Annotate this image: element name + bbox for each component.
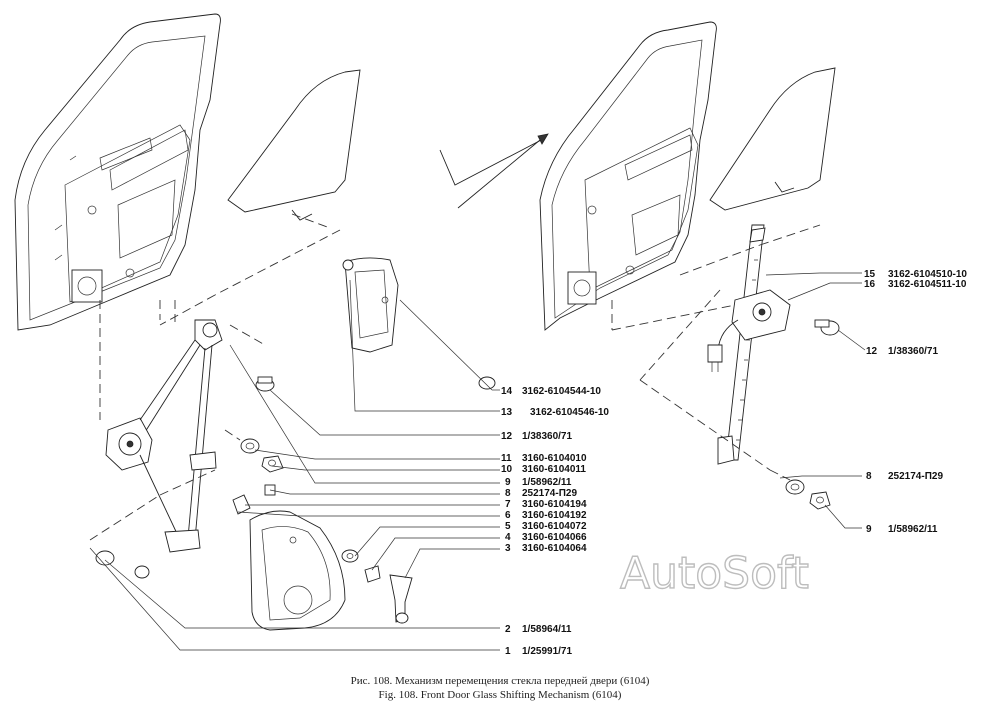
callout-code: 3160-6104064 xyxy=(522,543,587,554)
callout-code: 1/58962/11 xyxy=(888,524,938,535)
callout-num: 8 xyxy=(866,471,872,482)
left-door-panel xyxy=(14,13,221,331)
bolt-12-left xyxy=(255,376,275,392)
callout-num: 1 xyxy=(505,646,511,657)
left-door-glass xyxy=(227,69,361,229)
callout-code: 3160-6104010 xyxy=(522,453,587,464)
right-dashed-guides xyxy=(611,224,821,481)
callout-num: 9 xyxy=(866,524,872,535)
right-small-parts xyxy=(785,319,840,510)
callout-num: 4 xyxy=(505,532,511,543)
callout-num: 13 xyxy=(501,407,513,418)
callout-code: 1/58962/11 xyxy=(522,477,572,488)
callout-num: 12 xyxy=(501,431,513,442)
right-door-panel xyxy=(539,21,717,331)
left-dashed-guides xyxy=(89,229,341,541)
callout-code: 252174-П29 xyxy=(888,471,943,482)
washer-11-left xyxy=(240,438,260,454)
callout-code: 1/38360/71 xyxy=(888,346,938,357)
left-small-parts xyxy=(95,257,496,624)
spring-4-left xyxy=(364,565,381,583)
callout-code: 3162-6104544-10 xyxy=(522,386,601,397)
callout-num: 16 xyxy=(864,279,876,290)
washer-5-left xyxy=(341,549,359,563)
left-inner-trim-panel xyxy=(249,510,346,631)
callout-num: 2 xyxy=(505,624,511,635)
callout-code: 1/58964/11 xyxy=(522,624,572,635)
right-callouts: 15 3162-6104510-10 16 3162-6104511-10 12… xyxy=(864,269,967,535)
plug-14-left xyxy=(342,259,496,390)
bolt-12-right xyxy=(814,319,840,336)
callout-num: 5 xyxy=(505,521,511,532)
nut-9-right xyxy=(809,491,831,510)
nut-10-left xyxy=(261,455,284,473)
bracket-7-left xyxy=(232,494,251,515)
callout-num: 12 xyxy=(866,346,878,357)
callout-code: 3160-6104194 xyxy=(522,499,587,510)
callout-code: 3162-6104546-10 xyxy=(530,407,609,418)
callout-code: 3160-6104066 xyxy=(522,532,587,543)
left-callouts: 14 3162-6104544-10 13 3162-6104546-10 12… xyxy=(501,386,609,657)
callout-code: 3162-6104510-10 xyxy=(888,269,967,280)
callout-code: 252174-П29 xyxy=(522,488,577,499)
pad-13-left xyxy=(344,257,399,353)
callout-num: 11 xyxy=(501,453,512,464)
callout-num: 14 xyxy=(501,386,513,397)
callout-num: 7 xyxy=(505,499,511,510)
screw-1-left xyxy=(134,565,150,579)
callout-code: 1/25991/71 xyxy=(522,646,572,657)
callout-num: 10 xyxy=(501,464,513,475)
washer-8-right xyxy=(785,479,805,495)
callout-code: 3160-6104192 xyxy=(522,510,587,521)
callout-num: 3 xyxy=(505,543,511,554)
left-leader-lines xyxy=(89,279,500,651)
right-regulator-mechanism xyxy=(707,224,791,465)
caption-ru: Рис. 108. Механизм перемещения стекла пе… xyxy=(351,675,650,687)
callout-num: 9 xyxy=(505,477,511,488)
callout-num: 15 xyxy=(864,269,876,280)
callout-code: 1/38360/71 xyxy=(522,431,572,442)
callout-code: 3160-6104011 xyxy=(522,464,586,475)
callout-code: 3160-6104072 xyxy=(522,521,587,532)
watermark: AutoSoft xyxy=(620,548,809,599)
right-leader-lines xyxy=(765,272,866,529)
caption-en: Fig. 108. Front Door Glass Shifting Mech… xyxy=(379,689,622,701)
left-regulator-mechanism xyxy=(105,319,223,553)
right-door-glass xyxy=(709,67,836,211)
callout-num: 6 xyxy=(505,510,511,521)
right-sweep-arrow xyxy=(439,133,549,209)
callout-num: 8 xyxy=(505,488,511,499)
handle-3-left xyxy=(389,574,413,624)
callout-code: 3162-6104511-10 xyxy=(888,279,967,290)
